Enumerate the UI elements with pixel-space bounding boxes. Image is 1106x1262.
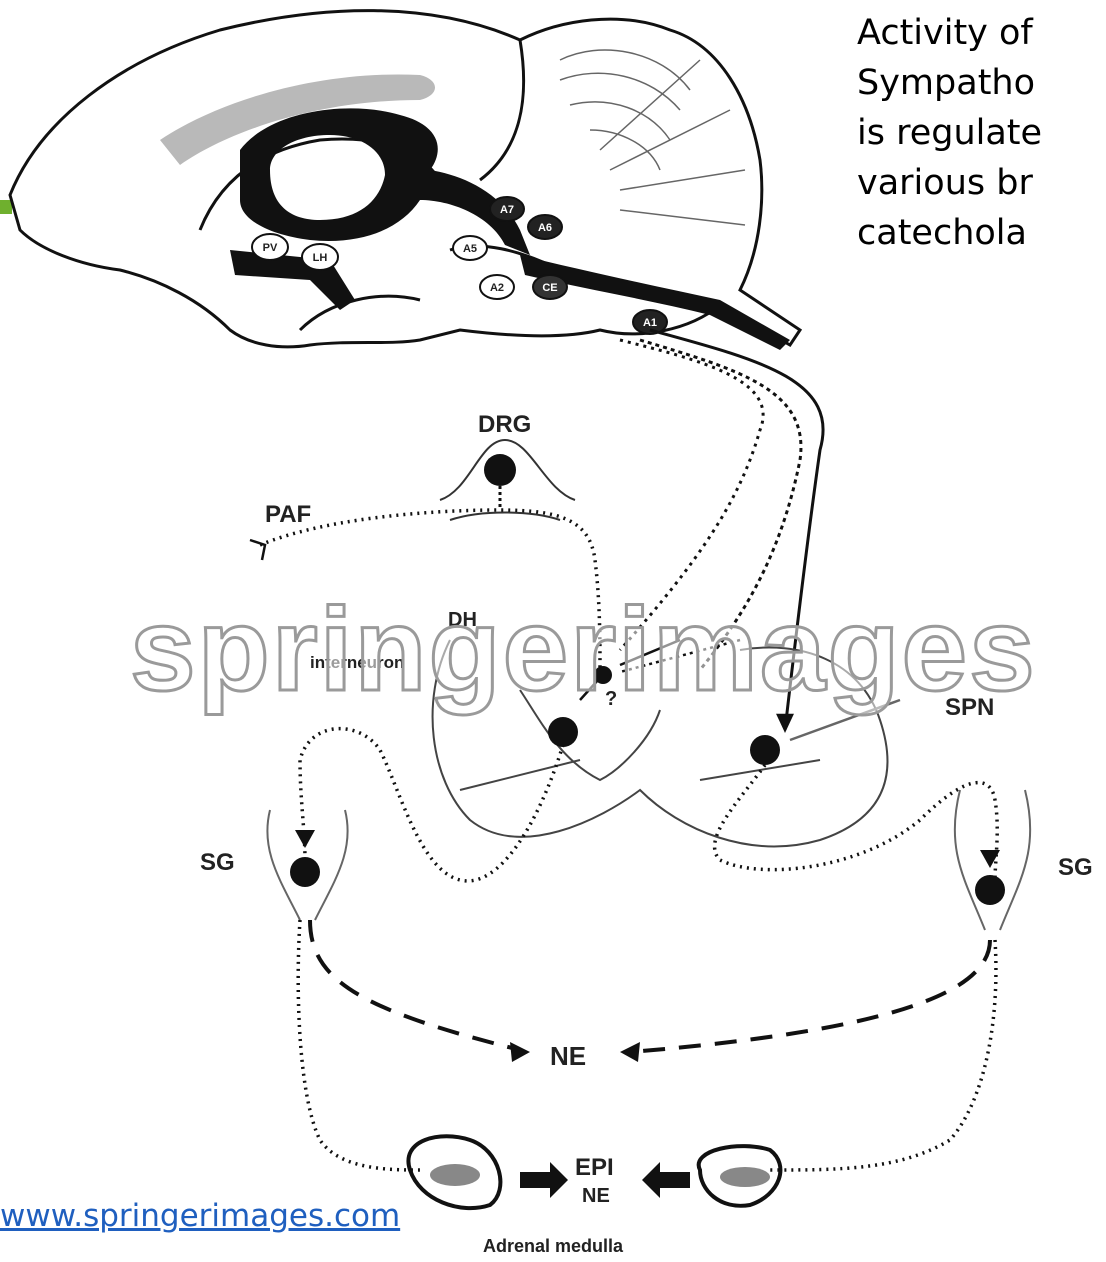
- label-epi: EPI: [575, 1154, 614, 1181]
- label-drg: DRG: [478, 411, 531, 438]
- cerebellum: [560, 50, 745, 225]
- slide-side-text: Activity of Sympatho is regulate various…: [857, 8, 1042, 258]
- side-text-line-3: is regulate: [857, 108, 1042, 158]
- paf-ending: [250, 540, 265, 560]
- side-text-line-4: various br: [857, 158, 1042, 208]
- side-text-line-2: Sympatho: [857, 58, 1042, 108]
- label-pv: PV: [263, 242, 278, 254]
- brain-nuclei: [252, 197, 667, 334]
- label-sg-left: SG: [200, 849, 235, 876]
- label-ne: NE: [550, 1041, 586, 1071]
- label-a5: A5: [463, 243, 477, 255]
- sympathetic-ganglia: [267, 790, 1030, 930]
- ne-arrow-left: [510, 1042, 530, 1062]
- label-sg-right: SG: [1058, 854, 1093, 881]
- label-lh: LH: [313, 252, 328, 264]
- label-a1: A1: [643, 317, 657, 329]
- springerimages-link[interactable]: www.springerimages.com: [0, 1198, 400, 1234]
- drg: [440, 440, 575, 520]
- ganglion-cells: [290, 830, 1005, 905]
- label-ne-adrenal: NE: [582, 1185, 610, 1207]
- preganglionic-fibers: [300, 729, 997, 881]
- adrenal-fibers: [298, 920, 996, 1170]
- watermark: springerimages: [130, 584, 1037, 716]
- postganglionic-fibers: [310, 920, 990, 1052]
- side-text-line-5: catechola: [857, 208, 1042, 258]
- label-ce: CE: [542, 282, 557, 294]
- label-a7: A7: [500, 204, 514, 216]
- label-a2: A2: [490, 282, 504, 294]
- side-text-line-1: Activity of: [857, 8, 1042, 58]
- label-a6: A6: [538, 222, 552, 234]
- label-paf: PAF: [265, 501, 311, 528]
- ne-arrow-right: [620, 1042, 640, 1062]
- label-adrenal-medulla: Adrenal medulla: [483, 1236, 624, 1256]
